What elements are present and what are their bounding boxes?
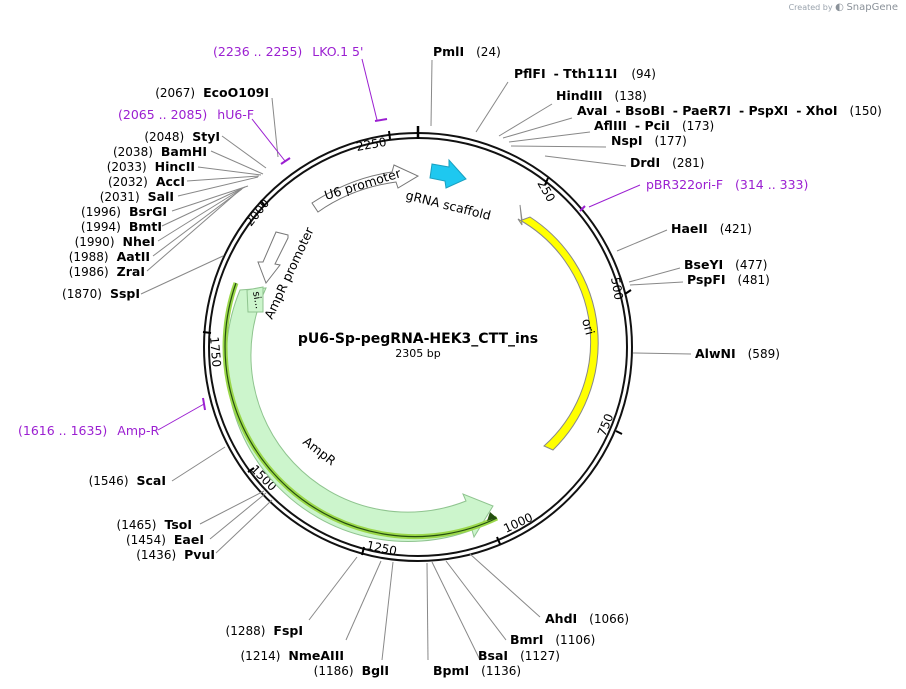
tick-1750 [202,331,212,334]
ampr-label: AmpR [300,434,339,469]
tick-750 [615,430,623,435]
primer-mark-lko [374,118,388,122]
tick-label-500: 500 [608,276,626,301]
tick-1500 [247,467,255,473]
site-label[interactable]: HindIII(138) [556,88,647,103]
sites-right: PmlI(24) PflFI- Tth111I(94) HindIII(138)… [433,44,882,678]
primer-leader-lines [157,58,641,431]
plasmid-name: pU6-Sp-pegRNA-HEK3_CTT_ins [298,331,538,347]
tick-1000 [496,536,501,545]
plasmid-length: 2305 bp [395,347,440,360]
site-label[interactable]: (1546)ScaI [89,473,166,488]
primer-marks [202,118,586,411]
site-label[interactable]: NspI(177) [611,133,687,148]
u6-promoter-feature[interactable] [311,164,420,213]
signal-peptide-feature[interactable] [246,286,264,313]
ampr-orf-line [224,282,498,538]
watermark-prefix: Created by [788,3,833,12]
ampr-feature[interactable] [225,287,494,543]
site-label[interactable]: (1870)SspI [62,286,140,301]
ampr-promoter-feature[interactable] [257,231,289,285]
site-label[interactable]: BseYI(477) [684,257,767,272]
grna-scaffold-feature[interactable] [429,158,467,189]
site-label[interactable]: (1436)PvuI [136,547,215,562]
u6-promoter-label: U6 promoter [322,165,403,203]
site-label[interactable]: (2067)EcoO109I [155,85,269,100]
primer-label[interactable]: pBR322ori-F(314 .. 333) [646,177,808,192]
tick-1250 [361,546,365,556]
site-label[interactable]: PmlI(24) [433,44,501,59]
snapgene-logo-icon: ◐ [835,2,844,13]
watermark-brand: SnapGene [846,2,898,13]
primer-mark-hu6 [280,157,291,165]
snapgene-watermark: Created by ◐ SnapGene [789,2,898,13]
site-label[interactable]: AvaI- BsoBI- PaeR7I- PspXI- XhoI(150) [577,103,882,118]
tick-label-1000: 1000 [501,510,535,536]
site-label[interactable]: (2031)SalI [100,189,174,204]
tick-2000 [260,200,266,207]
site-label[interactable]: (2038)BamHI [113,144,207,159]
tick-250 [544,177,549,186]
tick-label-1750: 1750 [207,336,224,368]
primer-labels: (2236 .. 2255)LKO.1 5' (2065 .. 2085)hU6… [18,44,808,438]
signal-peptide-label: si... [250,291,264,310]
site-label[interactable]: (1288)FspI [226,623,303,638]
tick-label-2250: 2250 [355,135,388,154]
tick-2250 [388,130,391,140]
site-label[interactable]: AhdI(1066) [545,611,629,626]
primer-mark-pbr [579,205,586,212]
ori-feature-label: ori [579,317,598,337]
primer-label[interactable]: (2236 .. 2255)LKO.1 5' [213,44,363,59]
site-label[interactable]: BpmI(1136) [433,663,521,678]
site-label[interactable]: (1990)NheI [75,234,155,249]
primer-label[interactable]: (1616 .. 1635)Amp-R [18,423,159,438]
site-label[interactable]: (2033)HincII [107,159,195,174]
ori-feature[interactable] [517,204,599,451]
ampr-orf-arrow-icon [487,512,497,521]
site-label[interactable]: (1996)BsrGI [81,204,167,219]
site-label[interactable]: AlwNI(589) [695,346,780,361]
site-label[interactable]: (1994)BmtI [81,219,162,234]
grna-scaffold-label: gRNA scaffold [404,187,492,223]
site-label[interactable]: (1214)NmeAIII [241,648,345,663]
site-label[interactable]: HaeII(421) [671,221,752,236]
site-label[interactable]: BmrI(1106) [510,632,595,647]
site-label[interactable]: PspFI(481) [687,272,770,287]
site-label[interactable]: (1986)ZraI [69,264,145,279]
sites-left: (2067)EcoO109I (2048)StyI (2038)BamHI (2… [62,85,389,678]
site-label[interactable]: AflIII- PciI(173) [594,118,714,133]
site-label[interactable]: (1186)BglI [314,663,389,678]
site-label[interactable]: (2032)AccI [108,174,185,189]
site-label[interactable]: PflFI- Tth111I(94) [514,66,656,81]
site-label[interactable]: (1454)EaeI [126,532,204,547]
tick-label-1250: 1250 [365,538,398,558]
site-label[interactable]: (1988)AatII [69,249,150,264]
tick-500 [624,289,632,295]
site-label[interactable]: DrdI(281) [630,155,704,170]
primer-label[interactable]: (2065 .. 2085)hU6-F [118,107,254,122]
site-label[interactable]: (2048)StyI [144,129,220,144]
site-label[interactable]: (1465)TsoI [117,517,192,532]
site-label[interactable]: BsaI(1127) [478,648,560,663]
leader-lines [140,59,692,661]
